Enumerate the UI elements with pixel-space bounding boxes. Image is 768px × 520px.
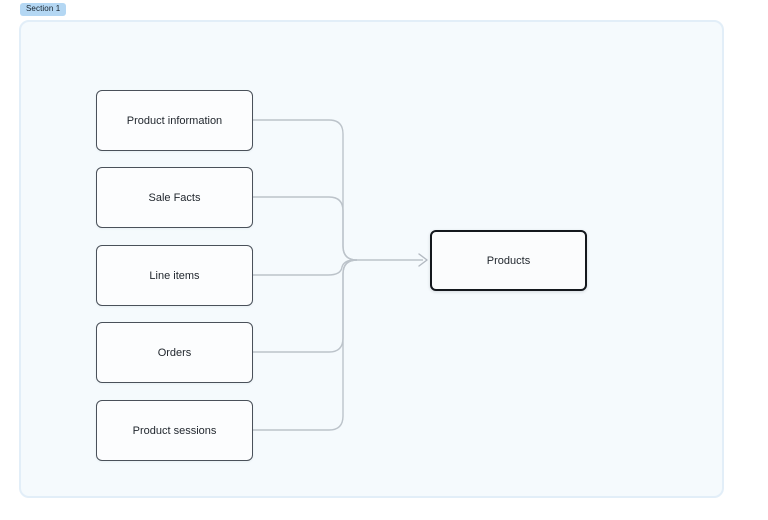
node-products[interactable]: Products <box>430 230 587 291</box>
node-label: Products <box>486 254 531 267</box>
node-label: Sale Facts <box>148 191 201 204</box>
node-product-sessions[interactable]: Product sessions <box>96 400 253 461</box>
node-label: Product sessions <box>132 424 217 437</box>
node-label: Product information <box>126 114 223 127</box>
node-label: Line items <box>149 269 200 282</box>
section-badge[interactable]: Section 1 <box>20 3 67 16</box>
node-product-information[interactable]: Product information <box>96 90 253 151</box>
node-label: Orders <box>157 346 192 359</box>
node-line-items[interactable]: Line items <box>96 245 253 306</box>
node-sale-facts[interactable]: Sale Facts <box>96 167 253 228</box>
node-orders[interactable]: Orders <box>96 322 253 383</box>
